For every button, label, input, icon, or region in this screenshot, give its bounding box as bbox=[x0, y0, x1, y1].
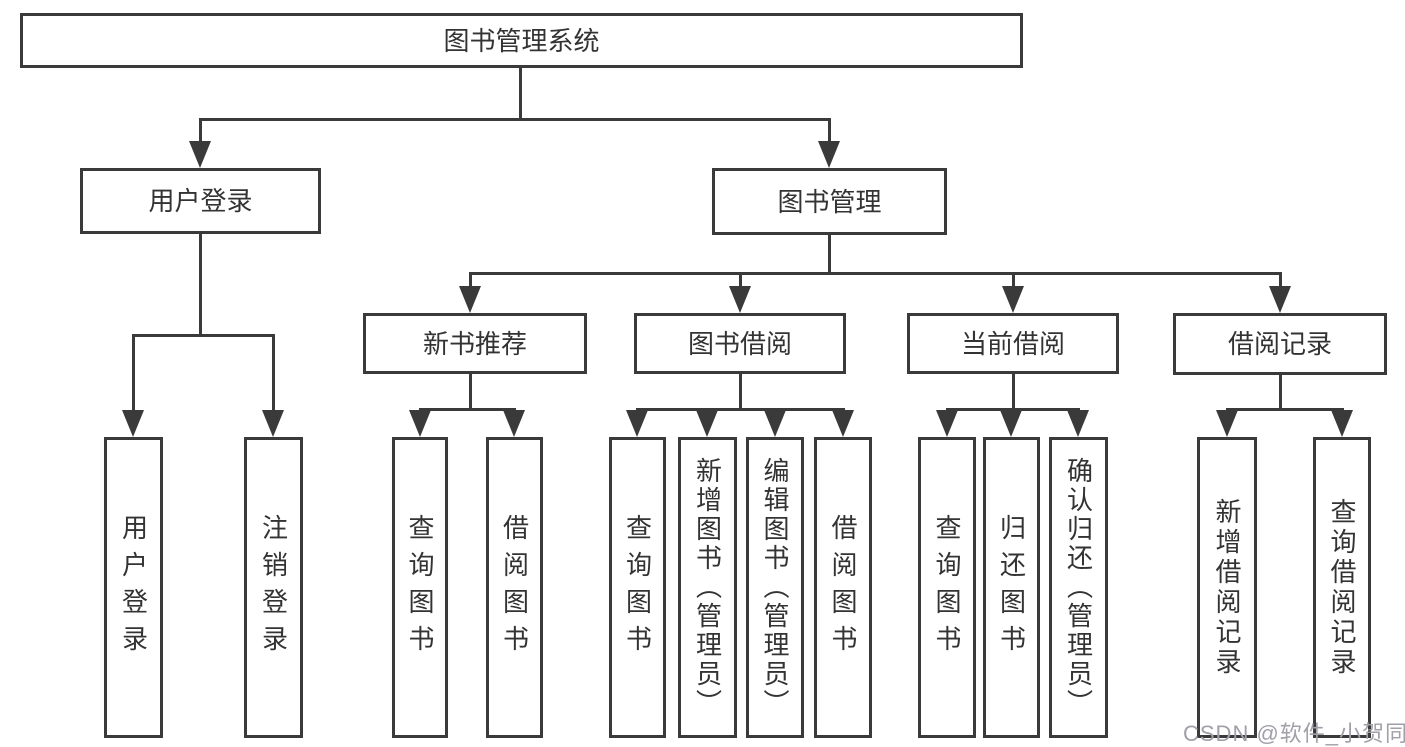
node-label: 借阅图书 bbox=[499, 513, 530, 662]
connector-current-borrowing-stem bbox=[1012, 374, 1015, 410]
node-label: 查询图书 bbox=[405, 513, 435, 662]
node-label: 图书管理 bbox=[777, 186, 882, 217]
arrow-down-icon bbox=[1000, 410, 1022, 437]
node-label: 当前借阅 bbox=[960, 328, 1065, 359]
arrow-down-icon bbox=[122, 410, 144, 437]
node-label: 图书管理系统 bbox=[443, 25, 600, 56]
connector-stub-current-borrowing bbox=[1012, 274, 1015, 288]
node-leaf-logout: 注销登录 bbox=[244, 437, 303, 738]
node-book-management: 图书管理 bbox=[712, 168, 947, 235]
node-label: 新书推荐 bbox=[422, 328, 527, 359]
connector-current-borrowing-branch bbox=[946, 408, 1080, 411]
arrow-down-icon bbox=[696, 410, 718, 437]
arrow-down-icon bbox=[729, 286, 751, 313]
arrow-down-icon bbox=[1067, 410, 1089, 437]
arrow-down-icon bbox=[189, 141, 211, 168]
arrow-down-icon bbox=[503, 410, 525, 437]
node-label: 查询借阅记录 bbox=[1327, 497, 1357, 678]
arrow-down-icon bbox=[936, 410, 958, 437]
node-book-borrowing: 图书借阅 bbox=[634, 313, 846, 374]
node-leaf-bb-query-books: 查询图书 bbox=[609, 437, 666, 738]
connector-stub-book-management bbox=[828, 120, 831, 144]
node-leaf-bb-borrow-books: 借阅图书 bbox=[814, 437, 872, 738]
connector-book-borrowing-stem bbox=[739, 374, 742, 410]
connector-book-management-stem bbox=[828, 235, 831, 275]
node-label: 用户登录 bbox=[118, 513, 149, 662]
connector-new-books-branch bbox=[419, 408, 516, 411]
node-leaf-br-query-record: 查询借阅记录 bbox=[1313, 437, 1371, 738]
arrow-down-icon bbox=[1331, 410, 1353, 437]
node-label: 编辑图书（管理员） bbox=[760, 457, 790, 718]
node-label: 归还图书 bbox=[996, 513, 1027, 662]
node-label: 确认归还（管理员） bbox=[1063, 457, 1094, 718]
connector-user-login-branch bbox=[132, 334, 275, 337]
node-borrowing-records: 借阅记录 bbox=[1173, 313, 1387, 375]
arrow-down-icon bbox=[459, 286, 481, 313]
arrow-down-icon bbox=[1002, 286, 1024, 313]
arrow-down-icon bbox=[626, 410, 648, 437]
connector-book-management-branch bbox=[469, 272, 1282, 275]
node-label: 借阅图书 bbox=[828, 513, 858, 662]
node-leaf-user-login: 用户登录 bbox=[104, 437, 163, 738]
node-leaf-nb-borrow-books: 借阅图书 bbox=[486, 437, 543, 738]
node-current-borrowing: 当前借阅 bbox=[907, 313, 1119, 374]
arrow-down-icon bbox=[818, 141, 840, 168]
node-label: 借阅记录 bbox=[1227, 329, 1332, 359]
node-label: 查询图书 bbox=[622, 513, 653, 662]
node-label: 新增图书（管理员） bbox=[692, 457, 723, 718]
arrow-down-icon bbox=[262, 410, 284, 437]
node-label: 注销登录 bbox=[258, 513, 289, 662]
connector-stub-logout-leaf bbox=[272, 336, 275, 412]
node-label: 新增借阅记录 bbox=[1212, 497, 1242, 678]
connector-root-stem bbox=[519, 68, 522, 121]
arrow-down-icon bbox=[409, 410, 431, 437]
connector-stub-book-borrowing bbox=[739, 274, 742, 288]
connector-book-borrowing-branch bbox=[636, 408, 845, 411]
node-library-management-system: 图书管理系统 bbox=[20, 13, 1023, 68]
connector-stub-user-login bbox=[199, 120, 202, 144]
node-leaf-cb-confirm-return-admin: 确认归还（管理员） bbox=[1049, 437, 1108, 738]
connector-root-branch bbox=[199, 118, 831, 121]
node-leaf-cb-query-books: 查询图书 bbox=[918, 437, 976, 738]
node-leaf-bb-edit-books-admin: 编辑图书（管理员） bbox=[746, 437, 804, 738]
connector-new-books-stem bbox=[469, 374, 472, 410]
connector-stub-borrowing-records bbox=[1279, 274, 1282, 288]
connector-borrowing-records-branch bbox=[1226, 408, 1344, 411]
node-leaf-br-add-record: 新增借阅记录 bbox=[1197, 437, 1257, 738]
arrow-down-icon bbox=[1269, 286, 1291, 313]
node-leaf-bb-add-books-admin: 新增图书（管理员） bbox=[678, 437, 737, 738]
node-leaf-nb-query-books: 查询图书 bbox=[392, 437, 448, 738]
arrow-down-icon bbox=[764, 410, 786, 437]
connector-stub-new-books bbox=[469, 274, 472, 288]
node-label: 查询图书 bbox=[932, 513, 962, 662]
connector-borrowing-records-stem bbox=[1279, 374, 1282, 410]
watermark: CSDN @软件_小贺同学 bbox=[1183, 721, 1405, 746]
node-label: 用户登录 bbox=[148, 186, 253, 216]
node-new-book-recommendation: 新书推荐 bbox=[363, 313, 587, 374]
arrow-down-icon bbox=[832, 410, 854, 437]
node-label: 图书借阅 bbox=[687, 328, 792, 359]
connector-stub-login-leaf bbox=[132, 336, 135, 412]
connector-user-login-stem bbox=[199, 234, 202, 337]
arrow-down-icon bbox=[1216, 410, 1238, 437]
node-user-login: 用户登录 bbox=[80, 168, 321, 234]
node-leaf-cb-return-books: 归还图书 bbox=[983, 437, 1040, 738]
